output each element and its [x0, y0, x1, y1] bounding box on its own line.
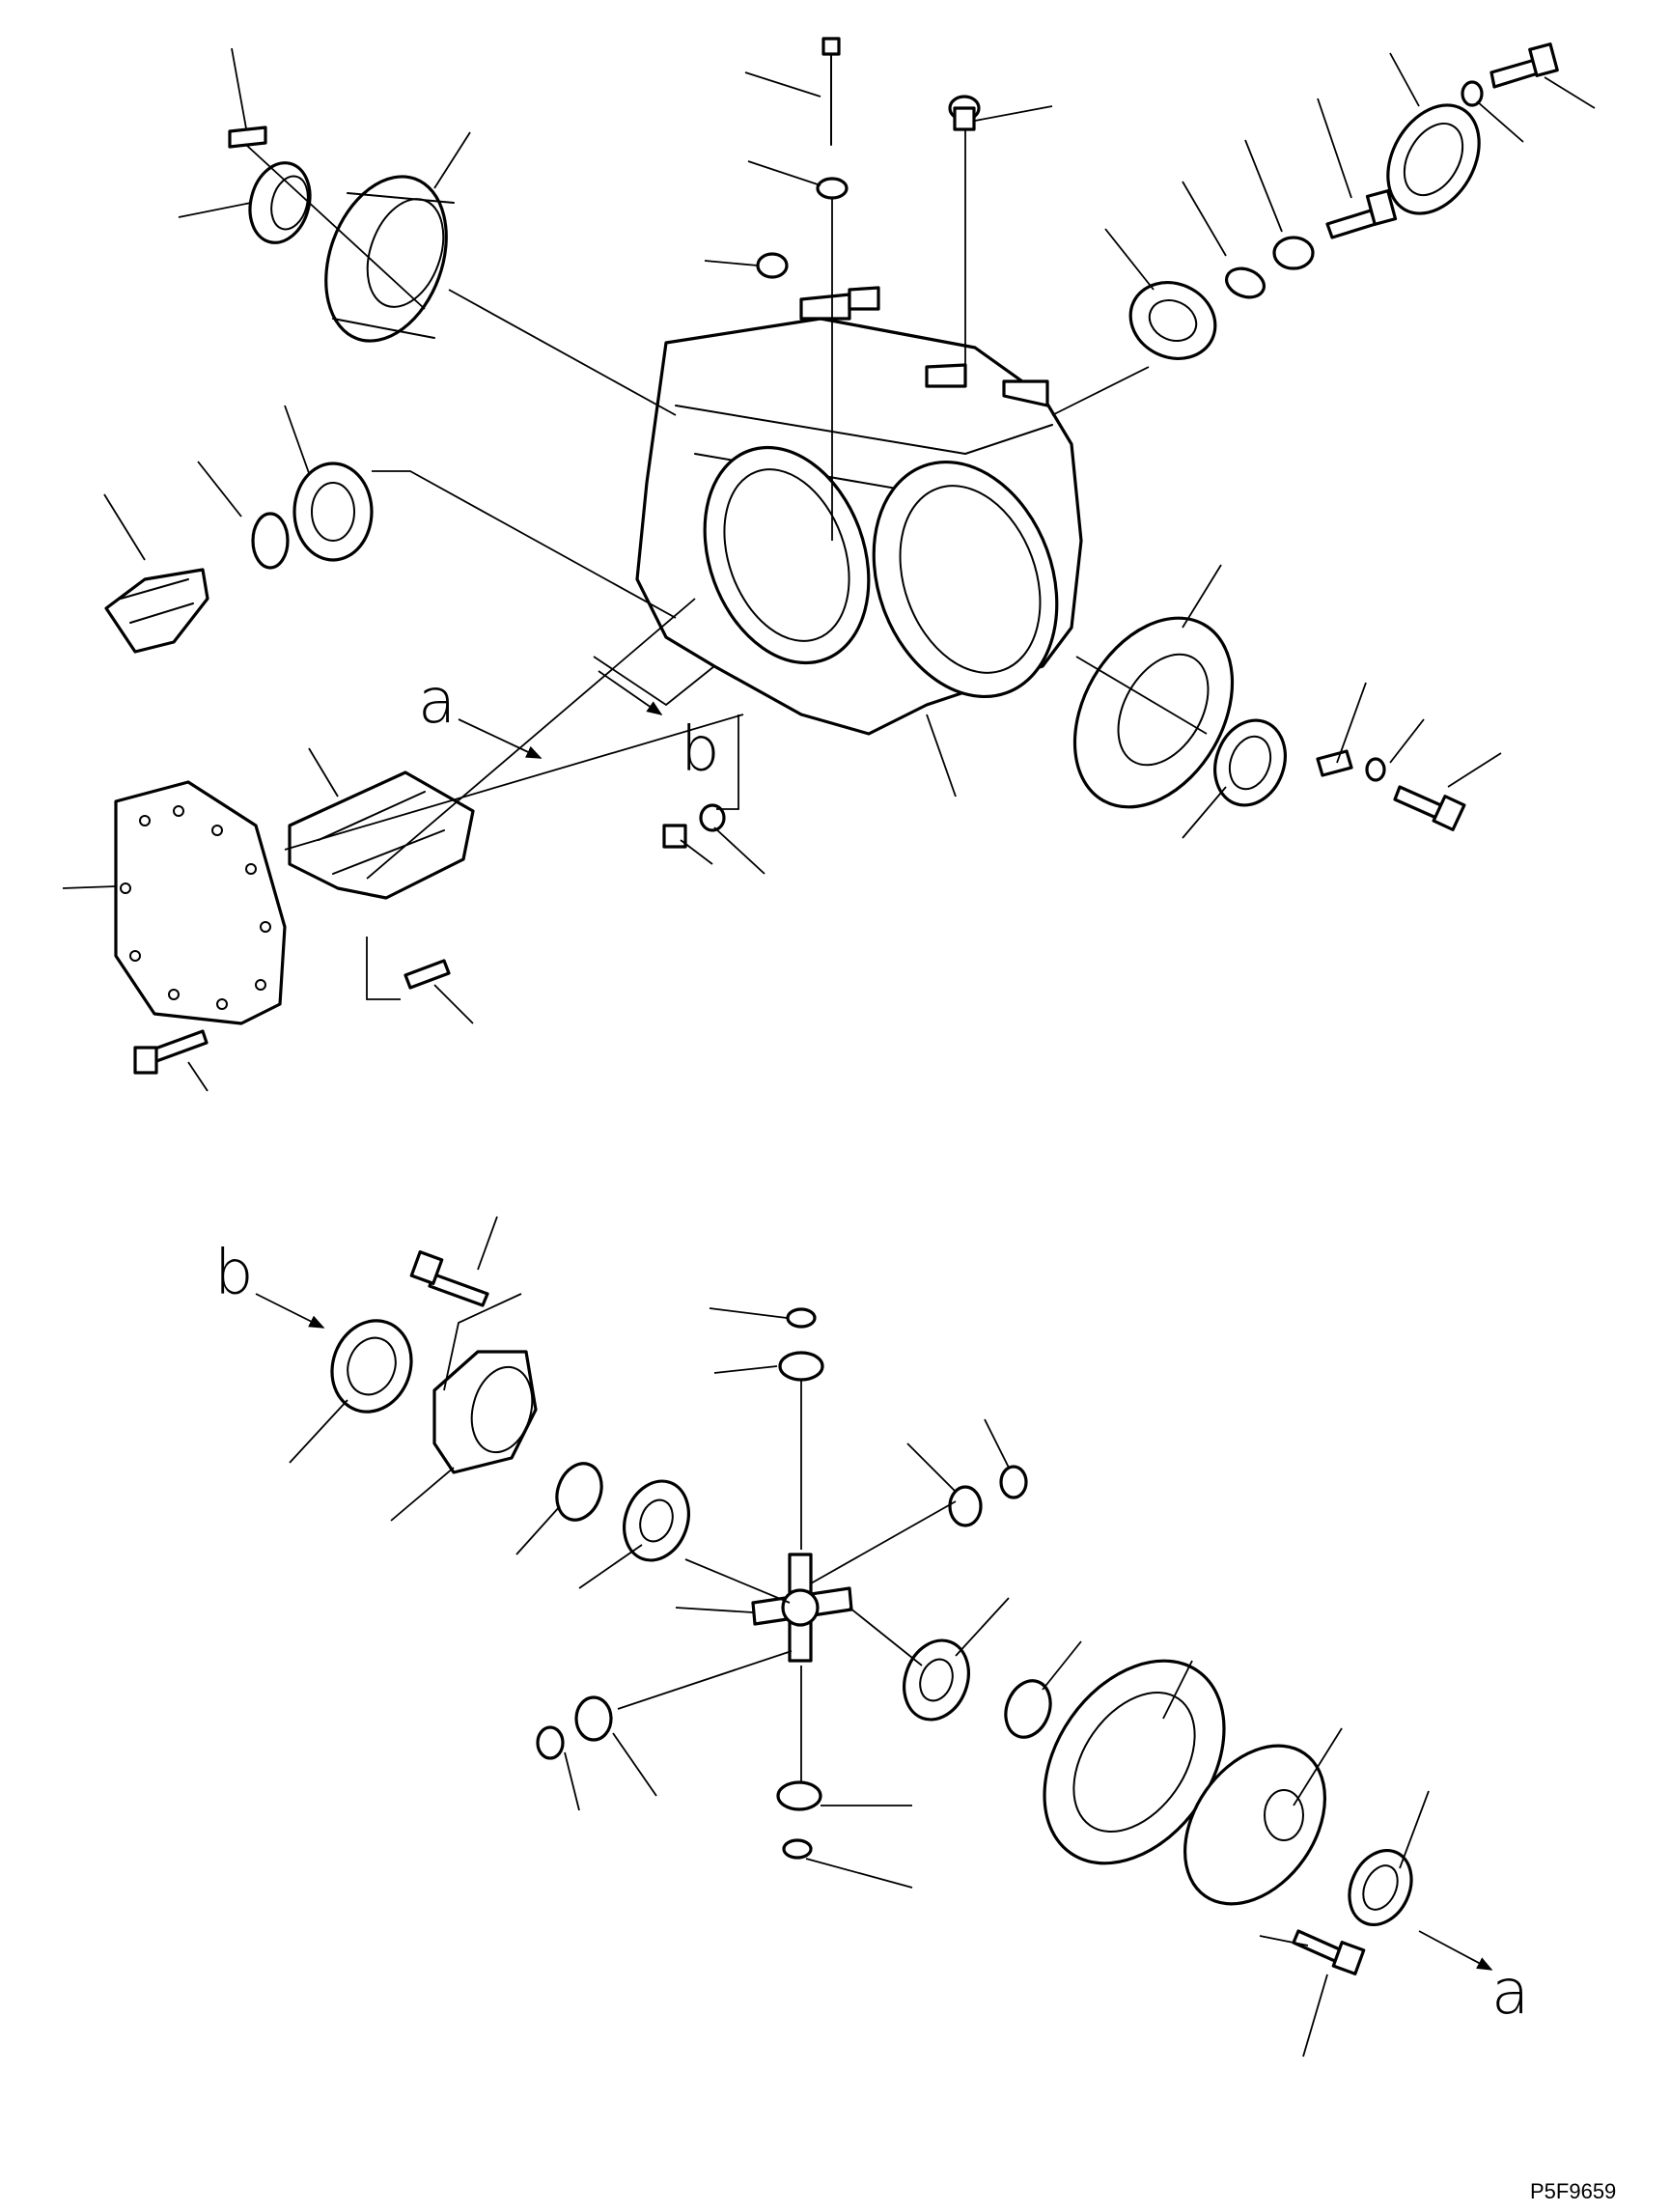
drain-plug	[662, 824, 687, 849]
pinion-washer-right	[999, 1465, 1028, 1499]
right-bearing-top	[1128, 281, 1217, 360]
callout-a-bottom: a	[1491, 1957, 1529, 2029]
left-flange-carrier	[324, 175, 455, 343]
arrow-b-top	[598, 670, 663, 715]
arrow-b-bottom	[255, 1293, 325, 1329]
cover-bracket	[288, 770, 475, 900]
diff-bolt-top	[409, 1250, 489, 1307]
figure-code: P5F9659	[1530, 2179, 1616, 2203]
callout-b-top: b	[681, 714, 720, 786]
right-shim	[1225, 266, 1266, 299]
side-gear-left	[623, 1479, 690, 1562]
side-gear-right	[903, 1638, 970, 1722]
pinion-gear-top	[778, 1351, 824, 1382]
bolt-top-right	[1489, 42, 1559, 89]
thrust-washer-right	[1004, 1679, 1052, 1739]
right-cover-plate	[1386, 103, 1481, 215]
pinion-shim	[251, 512, 290, 570]
pinion-washer-bottom	[782, 1838, 813, 1860]
pinion-washer-left	[536, 1725, 565, 1760]
breather-pin	[821, 37, 841, 146]
diff-bearing-right	[1348, 1848, 1413, 1927]
diff-bolt-bottom	[1292, 1929, 1366, 1975]
plug-top-left	[756, 252, 789, 279]
pinion-bearing	[292, 462, 374, 562]
pinion-washer-top	[786, 1307, 817, 1329]
callout-b-bottom: b	[214, 1238, 254, 1309]
left-bearing-top	[248, 161, 312, 244]
right-flange-carrier	[1072, 616, 1235, 809]
thrust-washer-left	[555, 1462, 603, 1522]
spider-cross	[751, 1553, 853, 1663]
washer-right	[1365, 757, 1386, 782]
axle-housing	[635, 286, 1083, 736]
leader-lines-bottom	[289, 1216, 1430, 2058]
pinion-gear-bottom	[776, 1780, 822, 1811]
leader-lines	[62, 47, 1596, 1092]
arrow-a-bottom	[1418, 1930, 1493, 1971]
ring-gear	[1043, 1659, 1226, 1865]
right-bolt-top	[1325, 189, 1398, 239]
bolt-bracket	[404, 959, 451, 990]
right-bearing-bottom	[1213, 718, 1287, 807]
plug-top-center	[948, 95, 981, 131]
right-spacer	[1272, 236, 1315, 270]
small-washer-top-right	[1461, 80, 1484, 107]
bolt-right	[1393, 785, 1466, 831]
diff-bearing-left	[330, 1319, 413, 1414]
callout-a-top: a	[418, 666, 456, 738]
lock-plate-top-left	[228, 126, 267, 149]
pinion-gear-right	[948, 1485, 983, 1527]
pinion-gear-left	[574, 1695, 613, 1742]
lock-plate-right	[1316, 749, 1353, 777]
o-ring-top	[816, 177, 849, 200]
pinion-gear	[104, 568, 209, 654]
drain-o-ring	[699, 803, 726, 832]
bolt-cover	[133, 1029, 209, 1075]
diff-case-left	[432, 1350, 538, 1474]
cover-plate	[114, 780, 287, 1025]
arrow-a-top	[458, 718, 543, 759]
diff-case-right	[1183, 1744, 1327, 1906]
